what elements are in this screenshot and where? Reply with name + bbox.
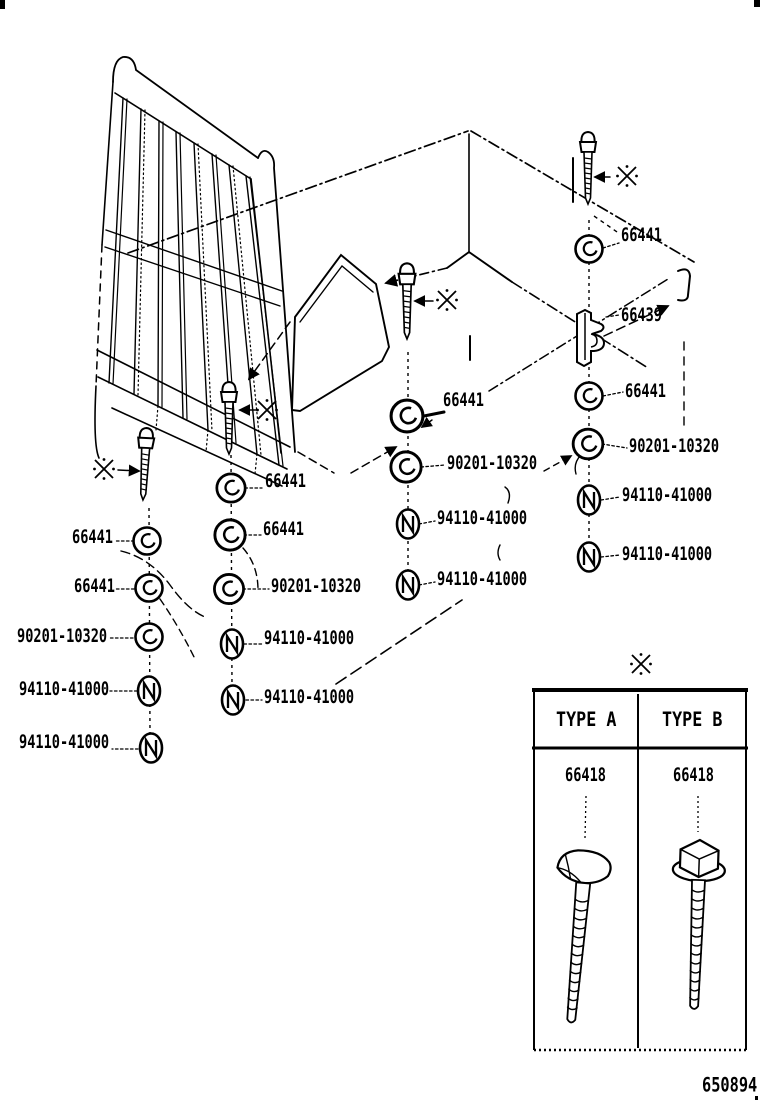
part-label: 66441 [74, 575, 115, 598]
part-label: 90201-10320 [447, 452, 538, 475]
reference-mark-icon [615, 164, 639, 188]
washer-icon [213, 518, 247, 552]
part-label: 94110-41000 [437, 507, 528, 530]
part-label: 66441 [263, 518, 304, 541]
type-table-frame [532, 688, 748, 1052]
washer-icon [132, 526, 162, 556]
reference-marks [92, 164, 653, 676]
type-a-bolt-drawing [556, 849, 612, 1024]
type-table-header-b: TYPE B [662, 707, 723, 731]
bolt-icon [397, 262, 417, 340]
nut-icon [138, 732, 164, 764]
part-label: 94110-41000 [19, 731, 110, 754]
part-label: 66441 [265, 470, 306, 493]
nut-icon [576, 541, 602, 573]
part-label: 94110-41000 [264, 627, 355, 650]
washer-icon [134, 622, 164, 652]
part-label: 66439 [621, 304, 662, 327]
part-label: 90201-10320 [629, 435, 720, 458]
part-label: 94110-41000 [437, 568, 528, 591]
washer-icon [389, 398, 425, 434]
bolt-icon [133, 426, 156, 502]
part-label: 66441 [72, 526, 113, 549]
washer-icon [134, 573, 164, 603]
wheel-housing-drawing [291, 253, 390, 412]
part-label: 94110-41000 [622, 484, 713, 507]
nut-icon [395, 508, 421, 540]
reference-mark-icon [92, 457, 116, 481]
part-label: 66441 [443, 389, 484, 412]
truck-bed-outline [127, 130, 695, 431]
bolt-icon [579, 131, 597, 205]
type-table-header-a: TYPE A [556, 707, 617, 731]
washer-icon [571, 427, 605, 461]
washer-icon [389, 450, 423, 484]
nut-icon [220, 684, 246, 716]
washer-icon [213, 573, 245, 605]
nut-icon [395, 569, 421, 601]
part-label: 94110-41000 [264, 686, 355, 709]
reference-mark-icon [255, 398, 279, 422]
washer-icon [574, 234, 604, 264]
type-table-part-a: 66418 [565, 764, 606, 787]
fastener-icons [132, 131, 605, 764]
part-label: 90201-10320 [271, 575, 362, 598]
nut-icon [136, 675, 162, 707]
part-label: 94110-41000 [622, 543, 713, 566]
clip-icon [576, 309, 605, 367]
part-label: 94110-41000 [19, 678, 110, 701]
column-connector-lines [148, 215, 621, 736]
part-label: 90201-10320 [17, 625, 108, 648]
washer-icon [215, 472, 247, 504]
type-table-part-b: 66418 [673, 764, 714, 787]
headboard-rack-drawing [94, 56, 296, 487]
washer-icon [574, 381, 604, 411]
nut-icon [576, 484, 602, 516]
reference-mark-icon [435, 288, 459, 312]
type-b-bolt-drawing [671, 838, 726, 1010]
part-label: 66441 [625, 380, 666, 403]
reference-mark-icon [629, 652, 653, 676]
figure-code: 650894 [702, 1073, 758, 1097]
nut-icon [219, 628, 245, 660]
part-label: 66441 [621, 224, 662, 247]
